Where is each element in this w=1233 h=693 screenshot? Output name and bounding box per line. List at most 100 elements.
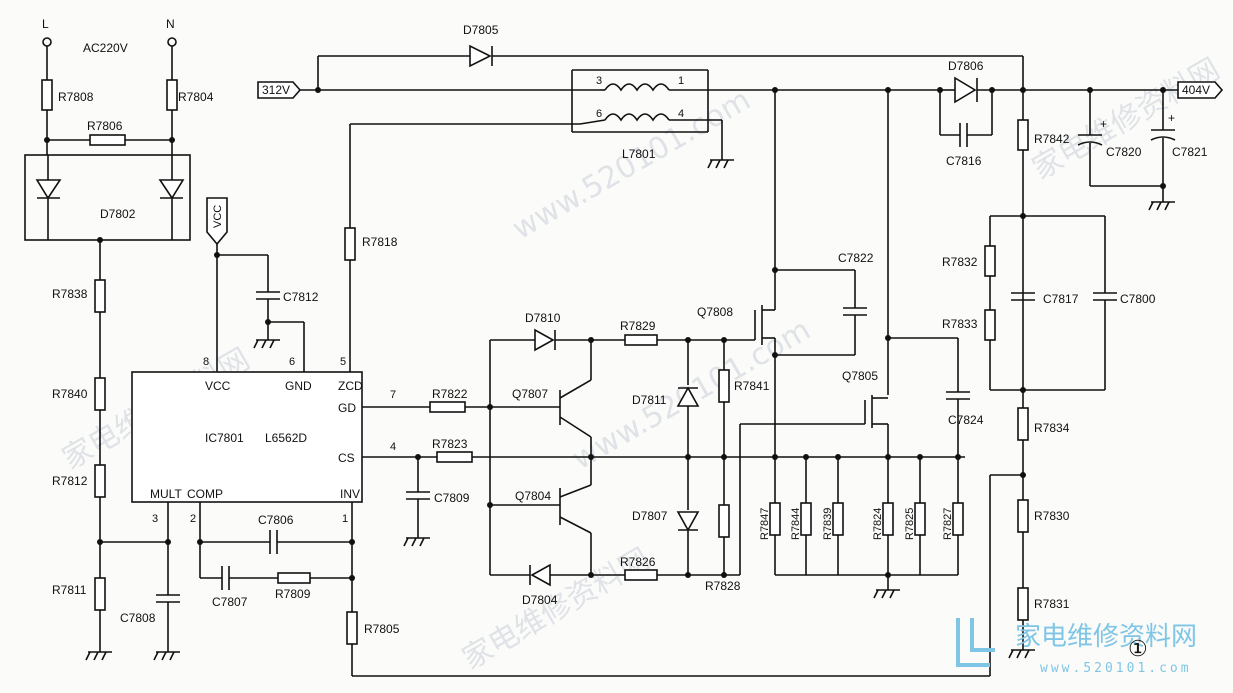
label-c7812: C7812 (283, 290, 319, 304)
resistor-r7808 (41, 79, 53, 111)
inductor-pin-6: 6 (596, 108, 602, 120)
pin-num-5: 5 (340, 356, 346, 368)
pin-num-6: 6 (289, 356, 295, 368)
label-d7811: D7811 (632, 393, 667, 407)
label-r7805: R7805 (364, 622, 400, 636)
sense-resistor-bank: R7847 R7844 R7839 R7824 R7825 R7827 (759, 454, 964, 599)
resistor-r7822 (429, 401, 466, 413)
pin-num-3: 3 (152, 513, 158, 525)
logo-text: 家电维修资料网 (1015, 622, 1197, 652)
label-r7844: R7844 (790, 508, 802, 540)
label-c7816: C7816 (946, 154, 982, 168)
label-r7809: R7809 (275, 587, 311, 601)
label-c7820: C7820 (1106, 145, 1142, 159)
coil-icon (604, 83, 670, 92)
label-terminal-n: N (166, 17, 175, 31)
label-q7804: Q7804 (515, 489, 551, 503)
resistor-r7842 (1017, 119, 1029, 151)
label-c7806: C7806 (258, 513, 294, 527)
diode-icon (158, 179, 185, 200)
label-d7805: D7805 (463, 23, 499, 37)
ic-body (131, 371, 363, 503)
inductor-l7801 (571, 69, 709, 133)
label-r7804: R7804 (178, 90, 214, 104)
label-r7847: R7847 (759, 508, 771, 540)
label-r7818: R7818 (362, 235, 398, 249)
mult-divider: R7838 R7840 R7812 R7811 C7808 (52, 240, 180, 661)
resistor-r7847 (769, 502, 781, 536)
polarity-plus: + (1168, 111, 1175, 125)
pin-vcc: VCC (205, 379, 231, 393)
zener-d7807 (676, 511, 700, 532)
pin-num-4: 4 (390, 441, 396, 453)
label-c7822: C7822 (838, 251, 874, 265)
resistor-r7840 (94, 377, 106, 411)
watermark-url: www.520101.com (507, 82, 757, 247)
resistor-r7833 (984, 309, 996, 341)
figure-number: ① (1128, 637, 1148, 662)
resistor-r7805 (346, 611, 358, 645)
label-q7805: Q7805 (842, 369, 878, 383)
logo-url: www.520101.com (1040, 661, 1192, 676)
pin-gnd: GND (285, 379, 312, 393)
output-404v-tag (1177, 81, 1224, 99)
resistor-r7812 (94, 464, 106, 498)
label-r7829: R7829 (620, 319, 656, 333)
label-r7841: R7841 (734, 379, 770, 393)
label-r7830: R7830 (1034, 509, 1070, 523)
terminal-l (42, 37, 52, 47)
label-r7824: R7824 (872, 508, 884, 540)
label-r7832: R7832 (942, 255, 978, 269)
label-r7827: R7827 (942, 508, 954, 540)
ic-l6562d: VCC GND ZCD GD CS MULT COMP INV IC7801 L… (131, 123, 1023, 677)
label-r7822: R7822 (432, 387, 468, 401)
inductor-pin-3: 3 (596, 75, 602, 87)
ic-part: L6562D (265, 431, 307, 445)
label-ac220v: AC220V (83, 41, 128, 55)
pin-cs: CS (338, 451, 355, 465)
resistor-r7811 (94, 577, 106, 611)
label-c7809: C7809 (434, 491, 470, 505)
label-r7840: R7840 (52, 387, 88, 401)
label-r7839: R7839 (822, 508, 834, 540)
label-c7808: C7808 (120, 611, 156, 625)
label-r7825: R7825 (904, 508, 916, 540)
watermark-cn: 家电维修资料网 (1027, 52, 1226, 187)
inductor-pin-4: 4 (678, 108, 684, 120)
resistor-r7806 (89, 134, 126, 146)
pin-inv: INV (340, 487, 360, 501)
ac-input-section: L N AC220V R7808 R7804 R7806 D7802 (24, 17, 214, 243)
label-q7807: Q7807 (512, 387, 548, 401)
resistor-r7827 (952, 502, 964, 536)
power-stage: 312V D7805 3 1 6 4 L7801 D7806 (257, 23, 1224, 659)
resistor-r7831 (1017, 587, 1029, 621)
label-d7804: D7804 (522, 593, 558, 607)
bridge-d7802 (24, 154, 191, 241)
diode-d7804 (530, 563, 551, 587)
label-c7821: C7821 (1172, 145, 1208, 159)
terminal-n (167, 37, 177, 47)
label-r7842: R7842 (1034, 132, 1070, 146)
label-r7811: R7811 (52, 583, 87, 597)
label-c7807: C7807 (212, 595, 248, 609)
label-terminal-l: L (42, 17, 49, 31)
label-r7833: R7833 (942, 317, 978, 331)
resistor-r7834 (1017, 407, 1029, 441)
resistor-r7832 (984, 245, 996, 277)
label-r7834: R7834 (1034, 421, 1070, 435)
label-d7810: D7810 (525, 311, 561, 325)
pin-zcd: ZCD (338, 379, 363, 393)
label-d7802: D7802 (100, 207, 136, 221)
vcc-tag-label: VCC (212, 205, 224, 228)
label-r7826: R7826 (620, 555, 656, 569)
gate-driver: R7822 R7823 C7809 D7810 R7829 Q7 (362, 311, 965, 607)
inductor-pin-1: 1 (678, 75, 684, 87)
label-c7824: C7824 (948, 413, 984, 427)
resistor-r7844 (800, 502, 812, 536)
input-312v-tag (257, 81, 302, 99)
pin-num-1: 1 (342, 513, 348, 525)
pin-gd: GD (338, 401, 356, 415)
ic-ref: IC7801 (205, 431, 244, 445)
label-312v: 312V (262, 83, 290, 97)
